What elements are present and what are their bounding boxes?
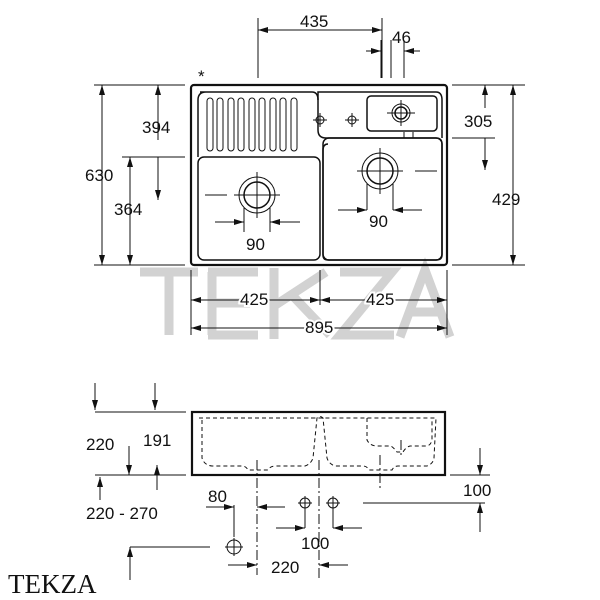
sink-outline — [189, 83, 449, 267]
left-waste-icon — [205, 172, 280, 218]
dim-100-horizontal: 100 — [301, 534, 329, 553]
dim-425-left: 425 — [240, 290, 268, 309]
dim-429: 429 — [492, 190, 520, 209]
dim-90-left: 90 — [246, 235, 265, 254]
right-waste-icon — [357, 148, 437, 194]
asterisk-note: * — [198, 67, 205, 86]
dim-394: 394 — [142, 118, 170, 137]
side-view: 220 191 220 - 270 100 80 100 220 — [86, 383, 491, 580]
dim-220-270: 220 - 270 — [86, 504, 158, 523]
small-waste-icon — [387, 100, 415, 126]
dim-895: 895 — [305, 318, 333, 337]
waste-outlet-icon — [225, 538, 243, 556]
supply-hole-icon — [298, 496, 312, 510]
dim-364: 364 — [114, 200, 142, 219]
left-bowl — [197, 156, 321, 261]
tap-hole-icon — [313, 113, 327, 127]
dim-220-spacing: 220 — [271, 558, 299, 577]
drainer-ribs — [206, 97, 298, 152]
dim-425-right: 425 — [366, 290, 394, 309]
right-bowl — [322, 137, 443, 261]
top-view: * 435 46 630 394 364 305 429 90 90 425 4… — [85, 12, 525, 339]
dim-100-vertical: 100 — [463, 481, 491, 500]
dim-46: 46 — [392, 28, 411, 47]
dim-435: 435 — [300, 12, 328, 31]
dim-90-right: 90 — [369, 212, 388, 231]
dim-305: 305 — [464, 112, 492, 131]
dim-630: 630 — [85, 166, 113, 185]
tap-hole-icon — [345, 113, 359, 127]
dim-80: 80 — [208, 487, 227, 506]
small-bowl — [366, 95, 438, 132]
brand-logo: TEKZA — [8, 569, 97, 599]
supply-hole-icon — [326, 496, 340, 510]
dim-220-height: 220 — [86, 435, 114, 454]
dim-191: 191 — [143, 431, 171, 450]
